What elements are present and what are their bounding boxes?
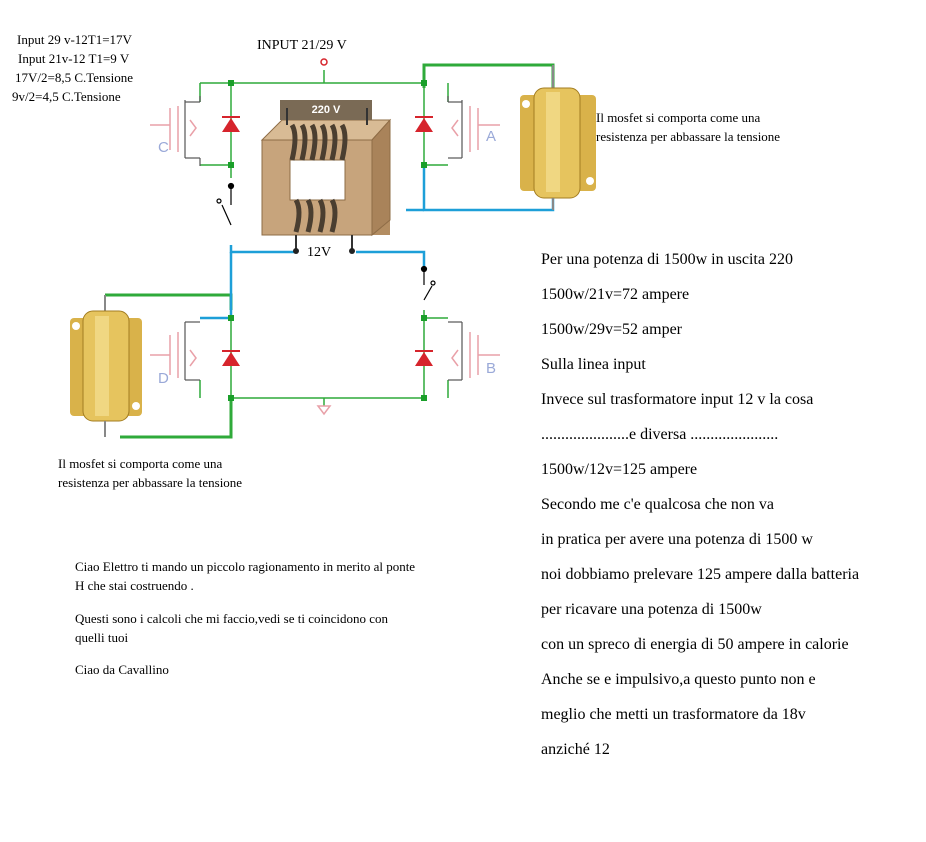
mosfet-c-label: C bbox=[158, 139, 169, 156]
message-signoff: Ciao da Cavallino bbox=[75, 662, 169, 677]
right-text-line-1: Per una potenza di 1500w in uscita 220 bbox=[541, 251, 793, 268]
message-calcs: Questi sono i calcoli che mi faccio,vedi… bbox=[75, 611, 388, 645]
right-text-line-11: per ricavare una potenza di 1500w bbox=[541, 601, 762, 618]
mosfet-c bbox=[150, 96, 201, 166]
right-text-line-5: Invece sul trasformatore input 12 v la c… bbox=[541, 391, 814, 408]
transformer-terminals bbox=[286, 108, 368, 250]
diode-top-left bbox=[222, 116, 240, 132]
calc-line-4: 9v/2=4,5 C.Tensione bbox=[12, 89, 121, 104]
power-resistor-right bbox=[520, 65, 596, 210]
right-text-line-12: con un spreco di energia di 50 ampere in… bbox=[541, 636, 849, 653]
power-resistor-left bbox=[70, 295, 142, 437]
message-intro: Ciao Elettro ti mando un piccolo ragiona… bbox=[75, 559, 416, 593]
calc-line-3: 17V/2=8,5 C.Tensione bbox=[15, 70, 133, 85]
right-text-line-3: 1500w/29v=52 amper bbox=[541, 321, 682, 338]
transformer-secondary-label: 12V bbox=[307, 245, 332, 260]
right-text-line-7: 1500w/12v=125 ampere bbox=[541, 461, 698, 478]
right-text-line-15: anziché 12 bbox=[541, 741, 610, 758]
ground-icon bbox=[316, 405, 332, 416]
right-text-line-10: noi dobbiamo prelevare 125 ampere dalla … bbox=[541, 566, 860, 583]
right-text-line-9: in pratica per avere una potenza di 1500… bbox=[541, 531, 813, 548]
secondary-winding-icon bbox=[293, 198, 338, 233]
transformer-primary-label: 220 V bbox=[312, 104, 341, 116]
right-text-line-6: ......................e diversa ........… bbox=[541, 426, 779, 443]
diode-bottom-right bbox=[415, 350, 433, 366]
mosfet-a-label: A bbox=[486, 128, 496, 145]
right-text-line-4: Sulla linea input bbox=[541, 356, 646, 373]
switch-bottom-right bbox=[420, 265, 436, 301]
diode-bottom-left bbox=[222, 350, 240, 366]
diode-top-right bbox=[415, 116, 433, 132]
mosfet-note-right: Il mosfet si comporta come una resistenz… bbox=[596, 110, 781, 144]
input-voltage-label: INPUT 21/29 V bbox=[257, 38, 347, 53]
mosfet-b-label: B bbox=[486, 360, 496, 377]
calc-line-2: Input 21v-12 T1=9 V bbox=[18, 51, 130, 66]
mosfet-note-left: Il mosfet si comporta come una resistenz… bbox=[58, 456, 243, 490]
switch-top-left bbox=[216, 182, 235, 226]
junction-dots bbox=[228, 80, 427, 401]
primary-winding-icon bbox=[289, 123, 348, 161]
right-text-line-14: meglio che metti un trasformatore da 18v bbox=[541, 706, 806, 723]
lower-green-wiring bbox=[199, 310, 449, 406]
transformer: 220 V bbox=[260, 100, 392, 254]
mosfet-b bbox=[448, 321, 500, 381]
right-text-line-8: Secondo me c'e qualcosa che non va bbox=[541, 496, 775, 513]
right-text-line-13: Anche se e impulsivo,a questo punto non … bbox=[541, 671, 816, 688]
mosfet-d-label: D bbox=[158, 370, 169, 387]
mosfet-a bbox=[447, 96, 500, 159]
calc-line-1: Input 29 v-12T1=17V bbox=[17, 32, 132, 47]
input-terminal bbox=[320, 58, 328, 66]
right-text-line-2: 1500w/21v=72 ampere bbox=[541, 286, 690, 303]
mosfet-d bbox=[150, 321, 200, 381]
